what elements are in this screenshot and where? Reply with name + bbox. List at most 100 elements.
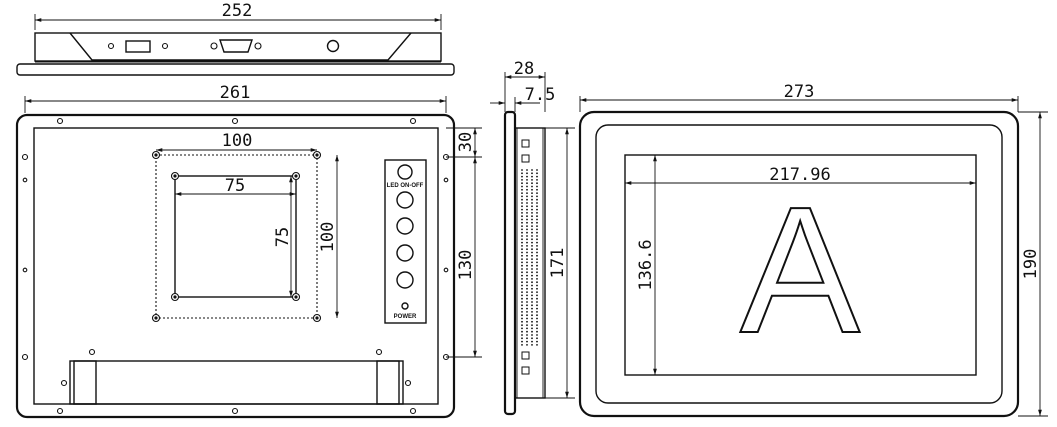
vent-hole: [531, 268, 533, 270]
front-view: 273 A 217.96 136.6 190: [578, 82, 1048, 418]
front-width-dimension: 273: [579, 82, 1019, 112]
vent-hole: [521, 205, 523, 208]
screen-width-label: 217.96: [769, 165, 830, 185]
vent-hole: [521, 271, 523, 274]
vent-hole: [526, 314, 528, 317]
top-enclosure: [16, 32, 455, 76]
hole-span-label: 130: [456, 250, 476, 281]
vent-hole: [531, 301, 533, 303]
vent-hole: [531, 271, 533, 274]
vent-hole: [536, 301, 538, 303]
vesa-outer-v-dimension: 100: [318, 155, 339, 318]
vent-hole: [521, 225, 523, 228]
vent-hole: [536, 344, 538, 346]
vent-hole: [531, 198, 533, 201]
vent-hole: [521, 169, 523, 171]
top-ports: [107, 39, 340, 53]
vent-hole: [521, 311, 523, 313]
vent-hole: [521, 235, 523, 237]
top-offset-dimension: 30: [446, 127, 482, 158]
vent-hole: [526, 278, 528, 280]
vent-hole: [521, 215, 523, 218]
vent-hole: [526, 254, 528, 257]
top-view: 252: [16, 1, 455, 76]
vent-hole: [521, 301, 523, 303]
vent-hole: [526, 271, 528, 274]
vent-hole: [521, 278, 523, 280]
vent-hole: [531, 261, 533, 264]
side-bezel-dimension: 7.5: [490, 85, 555, 112]
back-width-label: 261: [220, 83, 251, 103]
vent-hole: [531, 254, 533, 257]
screen-height-label: 136.6: [636, 239, 656, 290]
vent-hole: [526, 225, 528, 228]
vent-hole: [531, 287, 533, 290]
vent-hole: [531, 215, 533, 218]
vent-hole: [521, 179, 523, 181]
vent-hole: [526, 228, 528, 231]
vent-hole: [521, 245, 523, 247]
vent-hole: [536, 192, 538, 195]
vga-port-icon: [219, 39, 253, 53]
vent-hole: [531, 218, 533, 221]
vent-hole: [536, 291, 538, 293]
vent-hole: [531, 188, 533, 191]
vent-hole: [531, 337, 533, 340]
side-view: 28 7.5 171: [490, 59, 575, 416]
vent-hole: [526, 241, 528, 244]
vent-hole: [526, 307, 528, 310]
button-icon: [396, 217, 414, 235]
vent-hole: [536, 212, 538, 214]
vent-hole: [531, 225, 533, 228]
vent-hole: [531, 294, 533, 297]
vent-hole: [521, 324, 523, 326]
vent-hole: [521, 297, 523, 300]
vent-hole: [536, 205, 538, 208]
side-depth-dimension: 28: [504, 59, 546, 112]
vent-hole: [536, 330, 538, 333]
vent-hole: [536, 215, 538, 218]
vent-hole: [526, 327, 528, 330]
front-bezel: [578, 110, 1020, 418]
vent-hole: [531, 284, 533, 287]
vent-hole: [521, 287, 523, 290]
vent-hole: [536, 228, 538, 231]
vent-hole: [536, 320, 538, 323]
front-height-label: 190: [1021, 249, 1041, 280]
io-label-led: LED ON-OFF: [387, 183, 424, 189]
vent-hole: [536, 261, 538, 264]
top-width-dimension: 252: [34, 1, 442, 30]
vent-hole: [531, 185, 533, 188]
vent-hole: [536, 264, 538, 267]
back-mounting-holes: [21, 117, 450, 415]
vent-hole: [526, 344, 528, 346]
vent-hole: [536, 179, 538, 181]
vent-hole: [536, 271, 538, 274]
vent-hole: [521, 261, 523, 264]
vent-hole: [536, 245, 538, 247]
vent-hole: [531, 311, 533, 313]
vent-hole: [531, 202, 533, 204]
side-bezel-label: 7.5: [525, 85, 556, 105]
io-panel: LED ON-OFF POWER: [384, 159, 427, 324]
vent-hole: [526, 324, 528, 326]
vent-hole: [536, 238, 538, 241]
vent-hole: [526, 261, 528, 264]
vesa-outer-label: 100: [222, 131, 253, 151]
vent-hole: [536, 268, 538, 270]
vent-hole: [531, 304, 533, 307]
vent-hole: [526, 182, 528, 185]
screen-height-dimension: 136.6: [636, 155, 657, 375]
vent-hole: [536, 337, 538, 340]
vent-hole: [526, 215, 528, 218]
vent-hole: [536, 334, 538, 336]
vent-hole: [521, 175, 523, 178]
vent-hole: [526, 198, 528, 201]
vent-hole: [526, 281, 528, 284]
vent-hole: [521, 221, 523, 224]
vent-hole: [521, 284, 523, 287]
button-icon: [396, 271, 414, 289]
vent-hole: [536, 218, 538, 221]
vent-hole: [521, 268, 523, 270]
vent-hole: [536, 281, 538, 284]
